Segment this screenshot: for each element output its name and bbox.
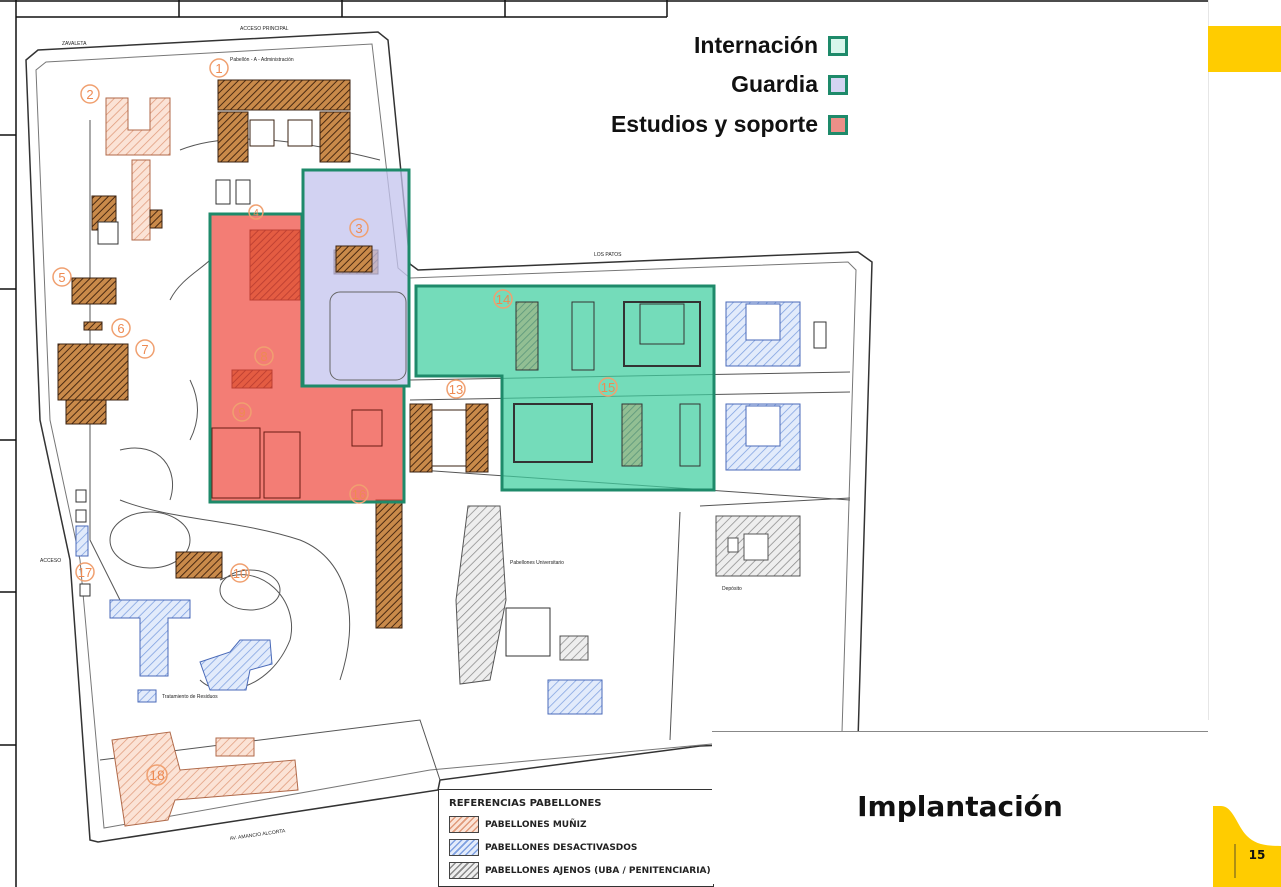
references-title: REFERENCIAS PABELLONES xyxy=(449,798,602,809)
deactivated-pavilions xyxy=(75,301,801,715)
reference-swatch-munoz xyxy=(449,816,479,833)
label-deposito: Depósito xyxy=(722,586,742,592)
references-box: REFERENCIAS PABELLONES PABELLONES MUÑIZ … xyxy=(438,789,714,887)
slide-side-divider xyxy=(1208,0,1209,720)
label-acceso-principal: ACCESO PRINCIPAL xyxy=(240,26,289,32)
legend-swatch-guardia xyxy=(828,74,848,95)
reference-label-desactivados: PABELLONES DESACTIVASDOS xyxy=(485,842,638,853)
reference-label-munoz: PABELLONES MUÑIZ xyxy=(485,819,587,830)
pavilion-num-2: 2 xyxy=(86,87,93,102)
legend-item-guardia: Guardia xyxy=(731,71,848,98)
legend-swatch-internacion xyxy=(828,35,848,56)
drawing-frame xyxy=(0,0,1208,887)
slide-title: Implantación xyxy=(857,790,1063,823)
label-zavaleta: ZAVALETA xyxy=(62,41,87,47)
label-acceso: ACCESO xyxy=(40,558,61,564)
pavilion-num-16: 16 xyxy=(352,487,366,502)
pavilion-num-4: 4 xyxy=(253,208,259,219)
pavilion-num-3: 3 xyxy=(355,221,362,236)
legend-swatch-estudios xyxy=(828,114,848,135)
legend-label-internacion: Internación xyxy=(694,32,818,58)
pavilion-num-10: 10 xyxy=(233,566,247,581)
reference-desactivados: PABELLONES DESACTIVASDOS xyxy=(449,839,637,856)
label-av-amancio-alcorta: AV. AMANCIO ALCORTA xyxy=(229,828,286,842)
reference-label-ajenos: PABELLONES AJENOS (UBA / PENITENCIARIA) xyxy=(485,865,711,876)
internal-roads xyxy=(89,120,851,781)
pavilion-num-14: 14 xyxy=(496,292,510,307)
pavilion-num-17: 17 xyxy=(78,565,92,580)
zone-internacion xyxy=(414,284,716,492)
pavilion-num-15: 15 xyxy=(601,380,615,395)
pavilion-num-9: 9 xyxy=(238,405,245,420)
legend-label-guardia: Guardia xyxy=(731,71,818,97)
pavilion-num-6: 6 xyxy=(117,321,124,336)
label-pabellones-universitario: Pabellones Universitario xyxy=(510,560,564,566)
label-pabellon-a: Pabellón - A - Administración xyxy=(230,57,294,63)
outline-buildings xyxy=(75,179,827,597)
title-panel: Implantación xyxy=(712,731,1208,884)
label-tratamiento: Tratamiento de Residuos xyxy=(162,694,218,700)
pavilion-num-8: 8 xyxy=(260,349,267,364)
pavilion-number-markers xyxy=(52,58,618,786)
zone-guardia xyxy=(301,168,411,388)
slide-accent-tab xyxy=(1208,26,1281,72)
pavilion-num-1: 1 xyxy=(215,61,222,76)
legend-item-internacion: Internación xyxy=(694,32,848,59)
pavilion-num-5: 5 xyxy=(58,270,65,285)
reference-munoz: PABELLONES MUÑIZ xyxy=(449,816,587,833)
legend-item-estudios: Estudios y soporte xyxy=(611,111,848,138)
external-pavilions xyxy=(455,505,801,685)
label-los-patos: LOS PATOS xyxy=(594,252,622,258)
reference-swatch-ajenos xyxy=(449,862,479,879)
reference-swatch-desactivados xyxy=(449,839,479,856)
page-number-badge xyxy=(1213,806,1281,887)
legend-label-estudios: Estudios y soporte xyxy=(610,111,818,137)
pavilion-num-13: 13 xyxy=(449,382,463,397)
pavilion-num-7: 7 xyxy=(141,342,148,357)
pavilion-num-18: 18 xyxy=(149,767,165,783)
reference-ajenos: PABELLONES AJENOS (UBA / PENITENCIARIA) xyxy=(449,862,711,879)
page-number: 15 xyxy=(1248,848,1266,862)
munoz-pavilions xyxy=(105,97,299,827)
pavilion-number-labels: 1 2 3 4 5 6 7 8 9 10 13 14 15 16 17 18 xyxy=(58,61,615,783)
